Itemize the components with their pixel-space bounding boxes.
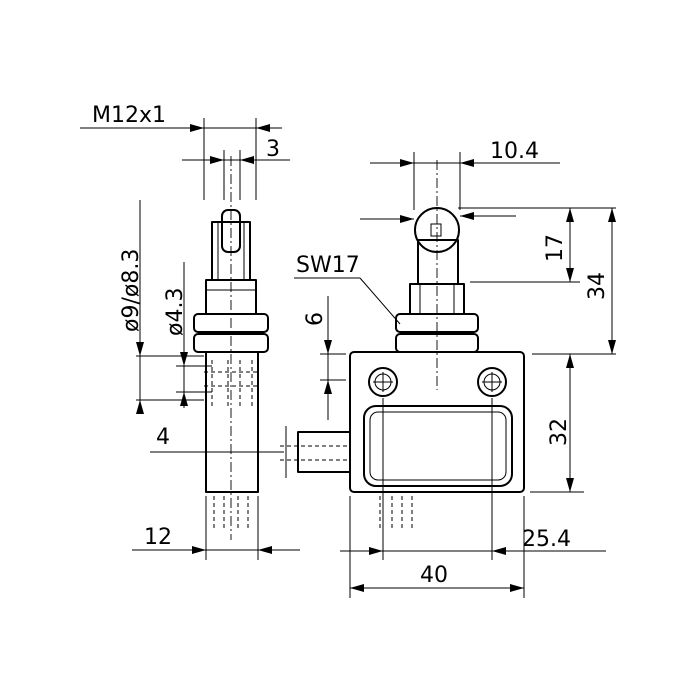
label-diameters: ø9/ø8.3 [119, 249, 144, 332]
label-hole-spacing: 25.4 [522, 527, 571, 552]
label-height-34: 34 [585, 272, 610, 300]
label-nut-thickness: 3 [266, 137, 280, 162]
label-roller-width: 10.4 [490, 139, 539, 164]
cable-gland [297, 431, 351, 473]
roller-pin [430, 223, 442, 237]
label-height-17: 17 [543, 234, 568, 262]
label-bore: ø4.3 [163, 288, 188, 336]
label-width-40: 40 [420, 563, 448, 588]
label-height-32: 32 [547, 418, 572, 446]
label-thread: M12x1 [92, 103, 166, 128]
front-view: 10.4 17 34 32 SW17 6 [280, 139, 616, 598]
label-width-12: 12 [144, 525, 172, 550]
mounting-screw-left [368, 367, 398, 397]
label-spacing-6: 6 [303, 312, 328, 326]
label-window [363, 405, 513, 487]
mounting-screw-right [477, 367, 507, 397]
front-body [349, 351, 525, 493]
side-body [205, 351, 259, 493]
side-view: M12x1 3 ø9/ø8.3 ø4.3 4 12 [80, 103, 300, 560]
label-wrench: SW17 [296, 253, 360, 278]
label-offset-4: 4 [156, 425, 170, 450]
